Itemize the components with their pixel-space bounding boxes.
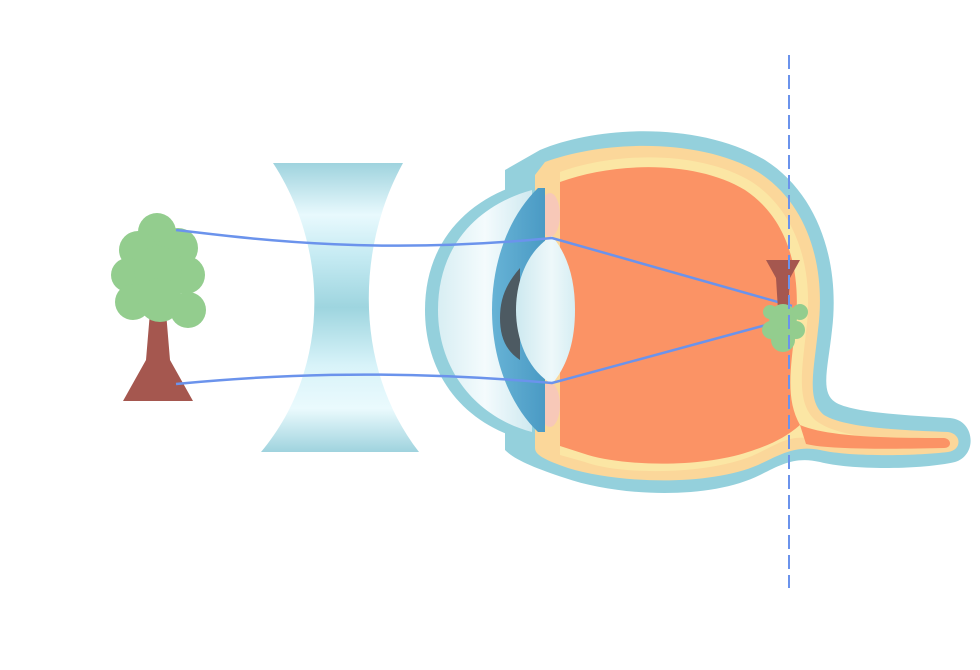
- eye: [425, 131, 971, 493]
- tree-trunk: [123, 312, 193, 401]
- light-rays: [175, 228, 793, 386]
- vitreous-body: [560, 167, 800, 464]
- pupil: [500, 268, 520, 360]
- optic-nerve: [800, 425, 950, 449]
- crystalline-lens: [516, 236, 575, 384]
- object-tree: [111, 213, 206, 401]
- ray-bottom: [175, 316, 793, 386]
- concave-lens: [261, 163, 419, 452]
- ray-top: [175, 228, 793, 308]
- inverted-trunk: [766, 260, 800, 310]
- tree-foliage: [111, 213, 206, 328]
